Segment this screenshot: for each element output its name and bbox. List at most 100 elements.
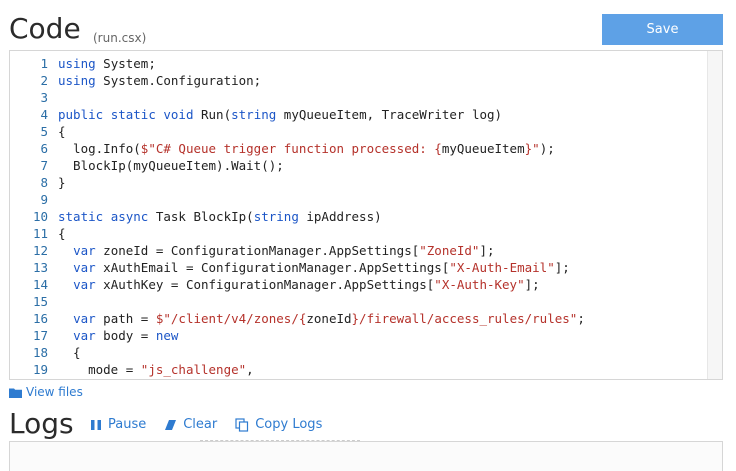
code-token: using <box>58 73 96 88</box>
code-token: path = <box>95 311 156 326</box>
code-token: "X-Auth-Key" <box>434 277 525 292</box>
code-editor[interactable]: 1 using System;2 using System.Configuratio… <box>9 50 723 380</box>
code-token: public <box>58 107 104 122</box>
code-token: $"C# Queue trigger function processed: { <box>140 141 442 156</box>
code-token <box>58 328 73 343</box>
eraser-icon <box>164 419 177 431</box>
line-number: 6 <box>40 141 48 156</box>
code-token: "ZoneId" <box>419 243 480 258</box>
code-token: , <box>246 362 254 377</box>
code-line: 8} <box>10 174 708 191</box>
code-line: 2 using System.Configuration; <box>10 72 708 89</box>
line-number: 2 <box>40 73 48 88</box>
code-token: body = <box>95 328 156 343</box>
clear-button[interactable]: Clear <box>164 417 217 432</box>
save-button[interactable]: Save <box>602 14 723 45</box>
logs-toolbar: Pause Clear Copy Logs <box>90 417 322 432</box>
line-number: 10 <box>32 209 48 224</box>
folder-icon <box>9 387 22 398</box>
code-token: xAuthEmail = ConfigurationManager.AppSet… <box>95 260 450 275</box>
code-token: ]; <box>554 260 570 275</box>
code-token: }/firewall/access_rules/rules" <box>351 311 578 326</box>
code-token: var <box>73 328 96 343</box>
code-token: "X-Auth-Email" <box>449 260 555 275</box>
code-token: "js_challenge" <box>140 362 247 377</box>
code-line: 3 <box>10 89 708 106</box>
code-token: System; <box>95 56 156 71</box>
pause-icon <box>90 419 102 431</box>
line-number: 14 <box>32 277 48 292</box>
copy-icon <box>235 417 249 432</box>
code-token: static <box>110 107 156 122</box>
code-token: mode = <box>58 362 141 377</box>
code-line: 6 log.Info($"C# Queue trigger function p… <box>10 140 708 157</box>
line-number: 9 <box>40 192 48 207</box>
code-token <box>58 311 73 326</box>
view-files-link[interactable]: View files <box>9 385 83 399</box>
code-line: 18 { <box>10 344 708 361</box>
code-token <box>103 209 111 224</box>
code-token: ); <box>539 141 555 156</box>
code-token: log.Info( <box>58 141 141 156</box>
code-line: 19 mode = "js_challenge", <box>10 361 708 378</box>
code-token <box>58 243 73 258</box>
file-name: (run.csx) <box>93 31 147 45</box>
editor-scrollbar[interactable] <box>707 51 722 379</box>
code-line: 7 BlockIp(myQueueItem).Wait(); <box>10 157 708 174</box>
line-number: 11 <box>32 226 48 241</box>
code-line: 5{ <box>10 123 708 140</box>
line-number: 7 <box>40 158 48 173</box>
code-line: 20 configuration <box>10 378 708 379</box>
code-line: 16 var path = $"/client/v4/zones/{zoneId… <box>10 310 708 327</box>
page-title: Code <box>9 12 81 45</box>
code-token: ; <box>577 311 585 326</box>
code-token: ]; <box>479 243 495 258</box>
line-number: 8 <box>40 175 48 190</box>
code-line: 13 var xAuthEmail = ConfigurationManager… <box>10 259 708 276</box>
clear-label: Clear <box>183 417 218 432</box>
code-token: ipAddress) <box>298 209 382 224</box>
line-number: 19 <box>32 362 48 377</box>
code-line: 12 var zoneId = ConfigurationManager.App… <box>10 242 708 259</box>
code-token: { <box>58 345 81 360</box>
code-line: 17 var body = new <box>10 327 708 344</box>
logs-output[interactable] <box>9 441 723 471</box>
pause-label: Pause <box>108 417 147 432</box>
copy-logs-label: Copy Logs <box>255 417 323 432</box>
code-token: myQueueItem <box>441 141 525 156</box>
line-number: 3 <box>40 90 48 105</box>
code-line: 14 var xAuthKey = ConfigurationManager.A… <box>10 276 708 293</box>
code-token: xAuthKey = ConfigurationManager.AppSetti… <box>95 277 435 292</box>
line-number: 1 <box>40 56 48 71</box>
line-number: 18 <box>32 345 48 360</box>
line-number: 13 <box>32 260 48 275</box>
code-token: myQueueItem, TraceWriter log) <box>276 107 503 122</box>
code-token: Run( <box>193 107 232 122</box>
code-token <box>58 277 73 292</box>
code-token: var <box>73 277 96 292</box>
code-token: var <box>73 260 96 275</box>
copy-logs-button[interactable]: Copy Logs <box>235 417 322 432</box>
line-number: 17 <box>32 328 48 343</box>
code-token: { <box>58 226 66 241</box>
code-token: var <box>73 243 96 258</box>
code-token: { <box>58 124 66 139</box>
code-token: string <box>253 209 299 224</box>
code-token: void <box>163 107 194 122</box>
line-number: 5 <box>40 124 48 139</box>
line-number: 16 <box>32 311 48 326</box>
code-token: ]; <box>524 277 540 292</box>
code-token: new <box>155 328 179 343</box>
pause-button[interactable]: Pause <box>90 417 146 432</box>
code-line: 11 { <box>10 225 708 242</box>
code-token: zoneId = ConfigurationManager.AppSetting… <box>95 243 420 258</box>
code-line: 9 <box>10 191 708 208</box>
code-token <box>103 107 111 122</box>
code-token: Task BlockIp( <box>148 209 254 224</box>
line-number: 15 <box>32 294 48 309</box>
line-number: 12 <box>32 243 48 258</box>
code-token: System.Configuration; <box>95 73 262 88</box>
code-token: static <box>58 209 104 224</box>
